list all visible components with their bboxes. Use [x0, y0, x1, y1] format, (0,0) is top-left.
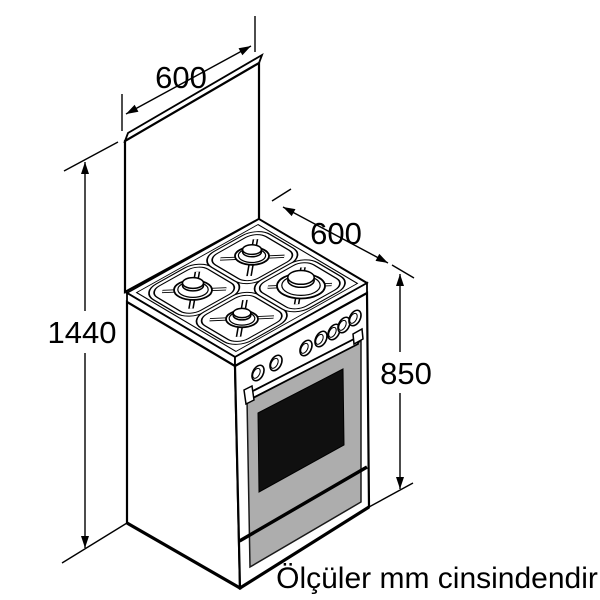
burner-back: [234, 244, 270, 266]
control-knob: [314, 330, 328, 348]
door-handle: [243, 327, 364, 406]
floor-extension-left: [61, 522, 128, 564]
control-knobs: [251, 309, 362, 382]
control-knob: [251, 364, 265, 382]
burner-right-large: [276, 269, 326, 300]
units-note: Ölçüler mm cinsindendir: [276, 562, 598, 595]
control-knob: [337, 316, 351, 334]
grate-front-left: [195, 291, 288, 345]
control-knob: [299, 339, 313, 357]
control-knob: [348, 309, 362, 327]
cooktop-depth-label: 600: [310, 216, 362, 251]
dimension-overall-height: 1440: [48, 141, 119, 548]
grate-back-right: [206, 231, 299, 285]
body-height-label: 850: [380, 356, 432, 391]
door-drawer-separation-line: [238, 465, 368, 543]
handle-bracket: [352, 327, 364, 346]
lid-width-label: 600: [155, 60, 207, 95]
control-knob: [269, 354, 283, 372]
overall-height-label: 1440: [48, 315, 117, 350]
oven-window: [257, 368, 345, 493]
burner-left: [173, 276, 213, 301]
handle-endcap: [243, 384, 255, 406]
dimension-lid-width: 600: [121, 16, 256, 131]
floor-extension-right: [368, 482, 414, 508]
body-bottom-edge: [126, 505, 370, 590]
dimension-cooktop-depth: 600: [271, 188, 415, 279]
gas-burners: [173, 244, 326, 329]
burner-front: [225, 307, 259, 329]
dimension-body-height: 850: [380, 274, 432, 489]
